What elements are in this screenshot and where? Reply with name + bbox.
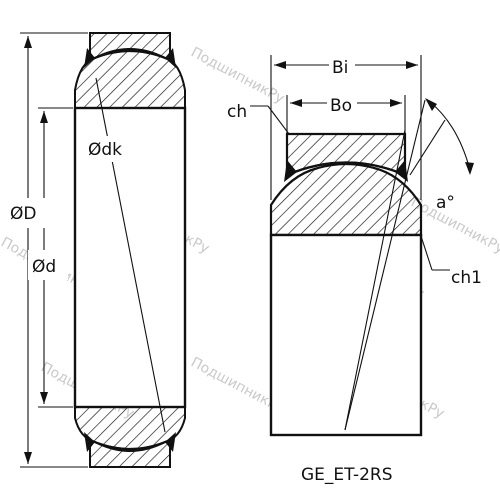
sliding-layer-bottom — [89, 438, 171, 451]
label-bore-diameter: Ød — [32, 257, 56, 277]
seal-top-left — [84, 48, 95, 68]
sliding-layer-top — [89, 49, 171, 62]
label-outer-width: Bo — [330, 96, 352, 116]
watermark-text: ПодшипникРу — [188, 44, 287, 107]
label-tilt-angle: a° — [436, 193, 455, 213]
tilt-line-2 — [344, 99, 426, 431]
left-section-view: ØD Ød Ødk — [8, 32, 187, 468]
seal-top-right — [165, 48, 176, 68]
right-side-view: Bi Bo ch ch1 a° GE_ET-2RS — [227, 55, 482, 485]
inner-ring-top — [74, 48, 186, 109]
label-inner-width: Bi — [332, 58, 348, 78]
label-chamfer-outer: ch — [227, 102, 247, 122]
label-sphere-diameter: Ødk — [88, 140, 122, 160]
label-outer-diameter: ØD — [10, 204, 36, 224]
inner-ring-bottom — [74, 406, 186, 452]
label-chamfer-inner: ch1 — [451, 268, 482, 288]
seal-right — [395, 160, 408, 182]
angle-arc — [429, 101, 471, 171]
inner-ring-sphere — [269, 162, 423, 237]
seal-bottom-left — [84, 432, 95, 452]
inner-ring-body — [269, 233, 423, 437]
model-caption: GE_ET-2RS — [301, 465, 393, 485]
sliding-layer — [286, 161, 406, 177]
leader-ch1 — [420, 235, 433, 271]
seal-left — [284, 160, 297, 182]
seal-bottom-right — [165, 432, 176, 452]
tilt-line-1 — [344, 129, 406, 431]
